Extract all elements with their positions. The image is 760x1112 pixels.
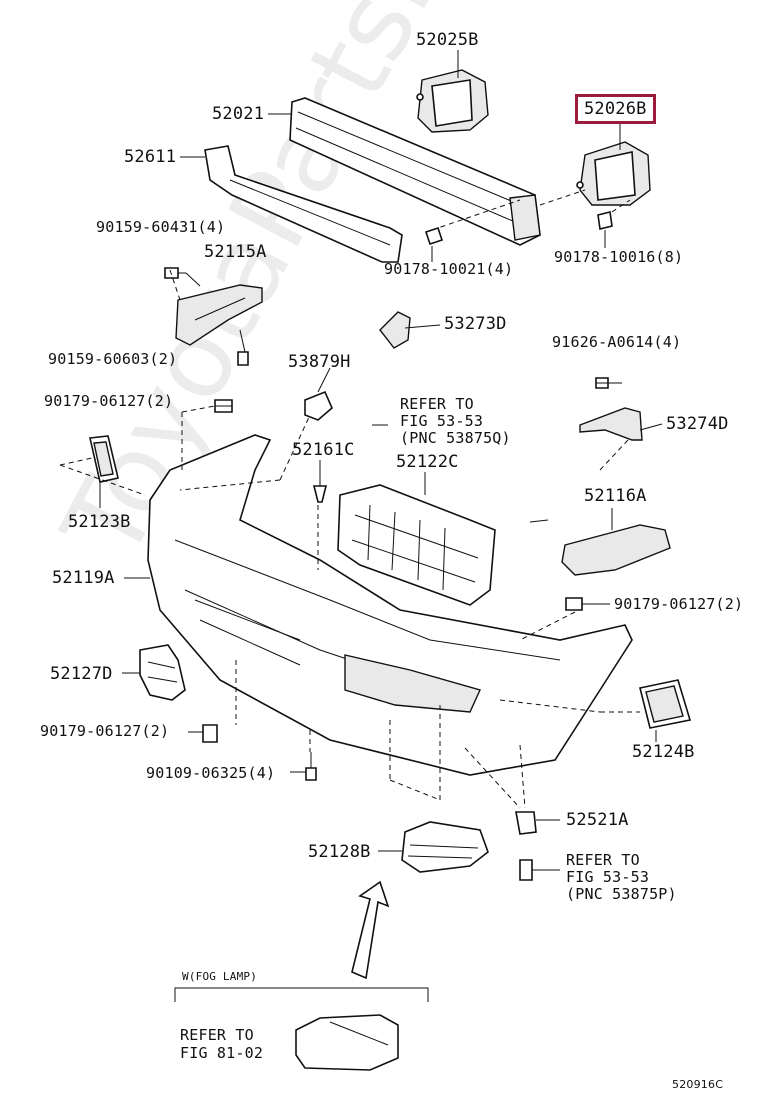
fog-lamp[interactable] <box>295 1014 399 1071</box>
label-90179-06127-a: 90179-06127(2) <box>44 392 174 410</box>
figure-code: 520916C <box>672 1078 724 1091</box>
label-91626-a0614: 91626-A0614(4) <box>552 333 682 351</box>
label-52026b-highlighted[interactable]: 52026B <box>575 94 656 124</box>
label-52128b: 52128B <box>308 842 371 862</box>
bracket-53274d[interactable] <box>579 407 643 441</box>
screw-ref-53875p[interactable] <box>519 859 533 881</box>
bracket-52115a[interactable] <box>175 284 263 346</box>
label-52122c: 52122C <box>396 452 459 472</box>
screw-90159-60431[interactable] <box>164 267 186 279</box>
label-90159-60431: 90159-60431(4) <box>96 218 226 236</box>
grille-52127d[interactable] <box>139 644 186 701</box>
clip-90179-06127-c[interactable] <box>202 724 218 743</box>
label-90179-06127-c: 90179-06127(2) <box>40 722 170 740</box>
bracket-52025b[interactable] <box>416 69 489 133</box>
refer-line: FIG 53-53 <box>566 868 650 886</box>
arrow-to-fog-lamp <box>351 880 390 980</box>
refer-note-53875p: REFER TO FIG 53-53 (PNC 53875P) <box>566 852 677 903</box>
label-52021: 52021 <box>212 104 265 124</box>
clip-53879h[interactable] <box>304 390 333 421</box>
clip-90179-06127-b[interactable] <box>565 597 583 611</box>
cover-52124b[interactable] <box>639 679 692 729</box>
label-90178-10016: 90178-10016(8) <box>554 248 684 266</box>
assembly-dashed-lines <box>59 189 640 809</box>
leader-lines <box>99 50 663 871</box>
fog-lamp-note: W(FOG LAMP) <box>182 970 258 983</box>
label-52025b: 52025B <box>416 30 479 50</box>
refer-line: FIG 53-53 <box>400 412 484 430</box>
label-52115a: 52115A <box>204 242 267 262</box>
bracket-52116a[interactable] <box>561 524 671 576</box>
label-90179-06127-b: 90179-06127(2) <box>614 595 744 613</box>
label-90159-60603: 90159-60603(2) <box>48 350 178 368</box>
refer-note-53875q: REFER TO FIG 53-53 (PNC 53875Q) <box>400 396 511 447</box>
label-52124b: 52124B <box>632 742 695 762</box>
absorber-52611[interactable] <box>204 145 403 263</box>
label-53273d: 53273D <box>444 314 507 334</box>
refer-line: REFER TO <box>566 851 640 869</box>
cover-52123b[interactable] <box>89 435 119 483</box>
reinforcement-52021[interactable] <box>289 97 541 246</box>
nut-90178-10021[interactable] <box>424 226 444 246</box>
screw-90159-60603[interactable] <box>237 351 249 366</box>
label-52127d: 52127D <box>50 664 113 684</box>
bracket-52026b[interactable] <box>576 141 651 206</box>
label-52521a: 52521A <box>566 810 629 830</box>
clip-52161c[interactable] <box>312 485 328 503</box>
label-52123b: 52123B <box>68 512 131 532</box>
label-90109-06325: 90109-06325(4) <box>146 764 276 782</box>
label-53879h: 53879H <box>288 352 351 372</box>
bumper-cover-52119a[interactable] <box>147 434 633 776</box>
label-52161c: 52161C <box>292 440 355 460</box>
refer-line: REFER TO <box>400 395 474 413</box>
nut-90178-10016[interactable] <box>597 211 613 230</box>
refer-line: (PNC 53875P) <box>566 885 677 903</box>
label-52116a: 52116A <box>584 486 647 506</box>
grille-52122c[interactable] <box>337 484 496 606</box>
refer-line: (PNC 53875Q) <box>400 429 511 447</box>
cover-52128b[interactable] <box>401 821 489 873</box>
label-90178-10021: 90178-10021(4) <box>384 260 514 278</box>
bolt-90109-06325[interactable] <box>305 752 317 781</box>
label-53274d: 53274D <box>666 414 729 434</box>
fog-lamp-box <box>174 987 429 1002</box>
clip-52521a[interactable] <box>515 811 537 835</box>
label-52611: 52611 <box>124 147 177 167</box>
bracket-53273d[interactable] <box>379 311 411 349</box>
refer-note-fig-81-02: REFER TO FIG 81-02 <box>180 1026 263 1062</box>
refer-line: FIG 81-02 <box>180 1044 264 1062</box>
label-52119a: 52119A <box>52 568 115 588</box>
refer-line: REFER TO <box>180 1026 254 1044</box>
